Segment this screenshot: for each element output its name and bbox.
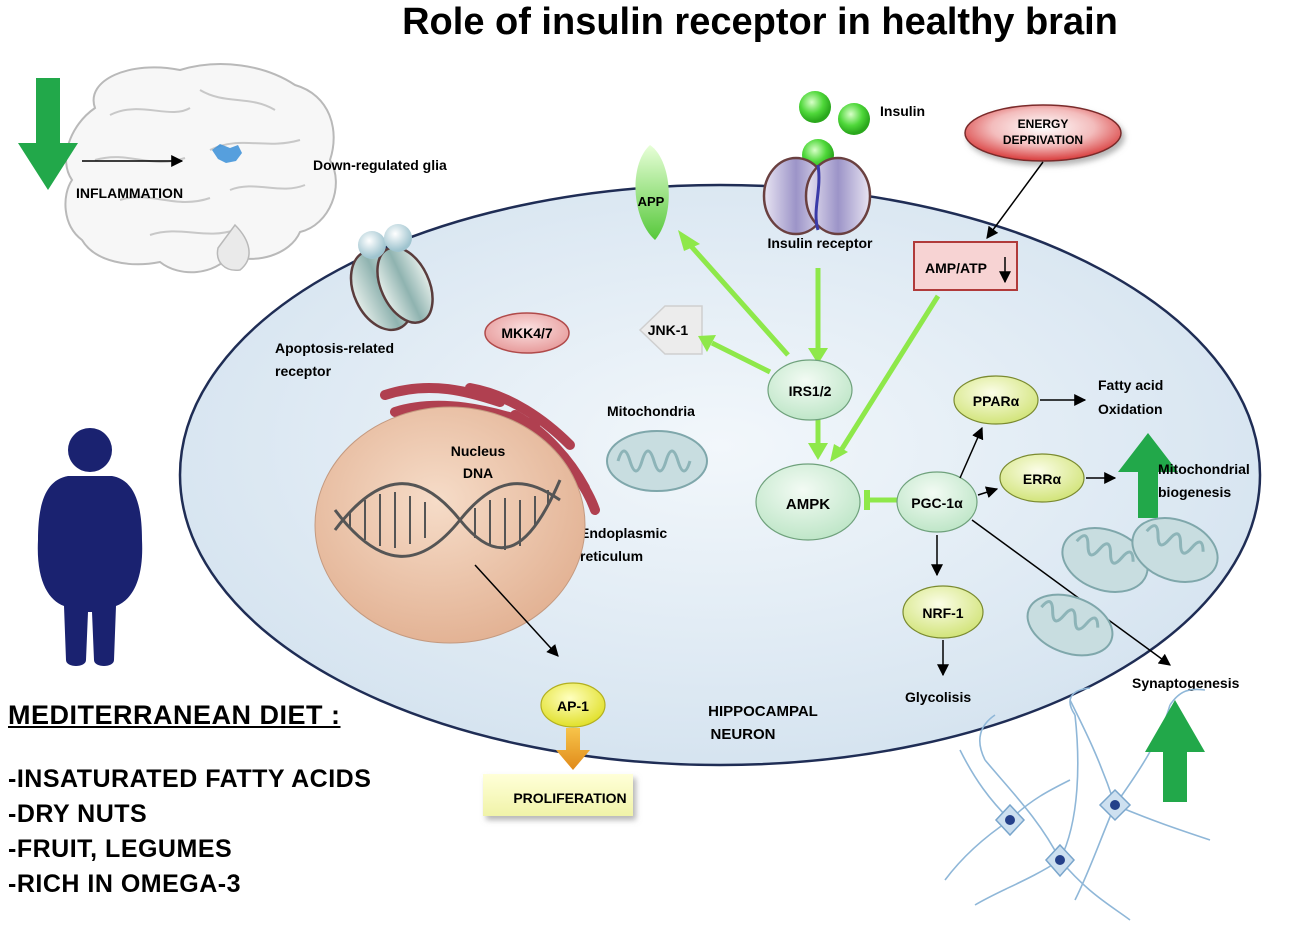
amp-atp-label: AMP/ATP bbox=[925, 260, 987, 276]
dna-helix-shape bbox=[333, 479, 562, 558]
ppar-label: PPARα bbox=[973, 393, 1020, 409]
pgc-to-synaptogenesis-arrow bbox=[971, 519, 1171, 666]
err-node bbox=[999, 453, 1085, 503]
diet-item: -DRY NUTS bbox=[8, 800, 148, 828]
jnk-label: JNK-1 bbox=[648, 322, 689, 338]
apoptosis-receptor-shape bbox=[349, 224, 434, 332]
energy-deprivation-node bbox=[964, 104, 1122, 162]
mkk-node bbox=[484, 312, 570, 354]
mitochondrion-shape bbox=[1061, 527, 1149, 593]
mito-biogenesis-label-line2: biogenesis bbox=[1158, 484, 1231, 500]
app-shape bbox=[635, 145, 669, 240]
insulin-receptor-shape bbox=[762, 156, 872, 236]
down-regulated-glia-label: Down-regulated glia bbox=[313, 157, 447, 173]
diet-item: -RICH IN OMEGA-3 bbox=[8, 870, 241, 898]
pgc-to-err-arrow bbox=[977, 486, 999, 498]
inflammation-down-arrow bbox=[18, 78, 78, 190]
mkk-label: MKK4/7 bbox=[501, 325, 553, 341]
ampk-label: AMPK bbox=[786, 496, 830, 513]
nrf-label: NRF-1 bbox=[922, 605, 963, 621]
energy-deprivation-label-line2: DEPRIVATION bbox=[1003, 133, 1083, 147]
fatty-acid-label-line2: Oxidation bbox=[1098, 401, 1163, 417]
green-signal-arrows bbox=[688, 243, 941, 503]
nucleus-label-line2: DNA bbox=[463, 465, 493, 481]
fatty-acid-label-line1: Fatty acid bbox=[1098, 377, 1163, 393]
mito-biogenesis-up-arrow bbox=[1118, 433, 1178, 518]
brain-illustration bbox=[64, 63, 337, 274]
insulin-molecule bbox=[838, 103, 870, 135]
ppar-node bbox=[953, 375, 1039, 425]
diet-heading: MEDITERRANEAN DIET : bbox=[8, 700, 341, 730]
nucleus-shape bbox=[314, 406, 586, 644]
synaptogenesis-up-arrow bbox=[1145, 700, 1205, 802]
app-label: APP bbox=[638, 194, 665, 209]
nrf-node bbox=[902, 585, 984, 639]
proliferation-box bbox=[483, 774, 633, 816]
green-arrow-heads bbox=[678, 230, 870, 510]
irs-node bbox=[767, 359, 853, 421]
err-label: ERRα bbox=[1023, 471, 1062, 487]
neuron-nucleus bbox=[1005, 800, 1120, 865]
er-label-line2: reticulum bbox=[580, 548, 643, 564]
diet-item: -INSATURATED FATTY ACIDS bbox=[8, 765, 372, 793]
pgc-to-ppar-arrow bbox=[959, 426, 984, 479]
ap1-to-proliferation-arrow bbox=[556, 728, 590, 770]
hippocampal-neuron-label-line2: NEURON bbox=[710, 726, 775, 743]
mitochondrion-shape bbox=[1131, 517, 1219, 583]
irs-label: IRS1/2 bbox=[789, 383, 832, 399]
pgc-node bbox=[896, 471, 978, 533]
mitochondrion-shape bbox=[1026, 593, 1114, 657]
amp-atp-box bbox=[913, 241, 1018, 291]
energy-deprivation-label-line1: ENERGY bbox=[1018, 117, 1069, 131]
proliferation-label: PROLIFERATION bbox=[513, 790, 626, 806]
diet-item: -FRUIT, LEGUMES bbox=[8, 835, 233, 863]
apoptosis-receptor-label-line1: Apoptosis-related bbox=[275, 340, 394, 356]
ap1-node bbox=[540, 682, 606, 728]
mito-biogenesis-label-line1: Mitochondrial bbox=[1158, 461, 1250, 477]
ampk-node bbox=[755, 463, 861, 541]
hippocampal-neuron-label-line1: HIPPOCAMPAL bbox=[708, 703, 818, 720]
jnk-node bbox=[638, 305, 703, 355]
synaptogenesis-label: Synaptogenesis bbox=[1132, 675, 1240, 691]
obese-person-silhouette bbox=[37, 428, 143, 666]
page-title: Role of insulin receptor in healthy brai… bbox=[402, 1, 1118, 43]
nucleus-to-ap1-arrow bbox=[474, 564, 559, 657]
mitochondrion-shape bbox=[606, 430, 708, 492]
insulin-label: Insulin bbox=[880, 103, 925, 119]
apoptosis-receptor-label-line2: receptor bbox=[275, 363, 332, 379]
inflammation-label: INFLAMMATION bbox=[76, 185, 183, 201]
insulin-molecule bbox=[799, 91, 831, 123]
insulin-receptor-label: Insulin receptor bbox=[767, 235, 873, 251]
nucleus-label-line1: Nucleus bbox=[451, 443, 506, 459]
ap1-label: AP-1 bbox=[557, 698, 589, 714]
energy-to-amp-arrow bbox=[986, 161, 1044, 239]
diet-list: -INSATURATED FATTY ACIDS -DRY NUTS -FRUI… bbox=[8, 762, 371, 902]
er-label-line1: Endoplasmic bbox=[580, 525, 667, 541]
glycolisis-label: Glycolisis bbox=[905, 689, 971, 705]
pgc-label: PGC-1α bbox=[911, 495, 963, 511]
mitochondria-label: Mitochondria bbox=[607, 403, 695, 419]
